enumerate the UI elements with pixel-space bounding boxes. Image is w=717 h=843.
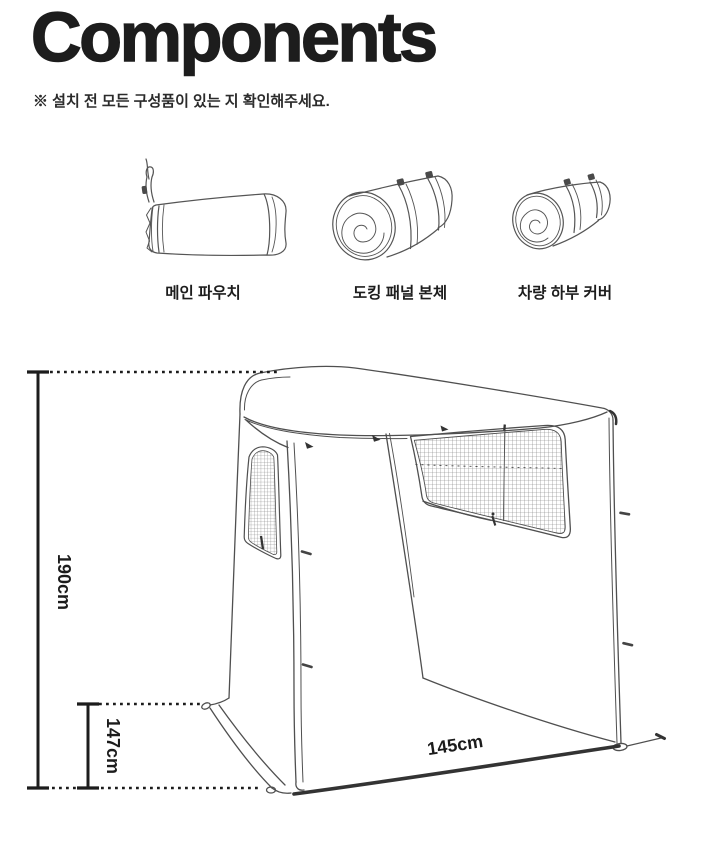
dimension-label-190cm: 190cm <box>54 554 74 610</box>
dimension-label-145cm: 145cm <box>426 731 484 759</box>
page-title: Components <box>30 0 439 77</box>
component-label-under-cover: 차량 하부 커버 <box>517 285 613 302</box>
rear-mesh-window <box>409 424 571 539</box>
rolled-cover-illustration-icon <box>512 173 611 250</box>
tent-interior-seam <box>385 433 424 679</box>
tent-front-left-seam <box>286 440 297 783</box>
pouch-illustration-icon <box>141 158 287 256</box>
tent-ground-flap <box>209 707 273 789</box>
tent-bottom-front-edge <box>292 744 621 796</box>
tent-right-pole <box>612 419 622 744</box>
side-mesh-window <box>243 446 282 560</box>
pre-install-note: ※ 설치 전 모든 구성품이 있는 지 확인해주세요. <box>33 93 330 110</box>
tent-line-drawing <box>201 365 666 796</box>
dimension-annotations: 190cm 147cm 145cm <box>27 370 484 790</box>
tent-left-edge <box>228 413 241 699</box>
tent-back-wall-bottom <box>422 677 616 743</box>
component-label-main-pouch: 메인 파우치 <box>165 285 241 302</box>
dimension-label-147cm: 147cm <box>103 718 123 774</box>
rolled-panel-illustration-icon <box>332 170 453 261</box>
component-label-docking-panel: 도킹 패널 본체 <box>352 285 448 302</box>
tent-roof-outline <box>239 365 614 421</box>
